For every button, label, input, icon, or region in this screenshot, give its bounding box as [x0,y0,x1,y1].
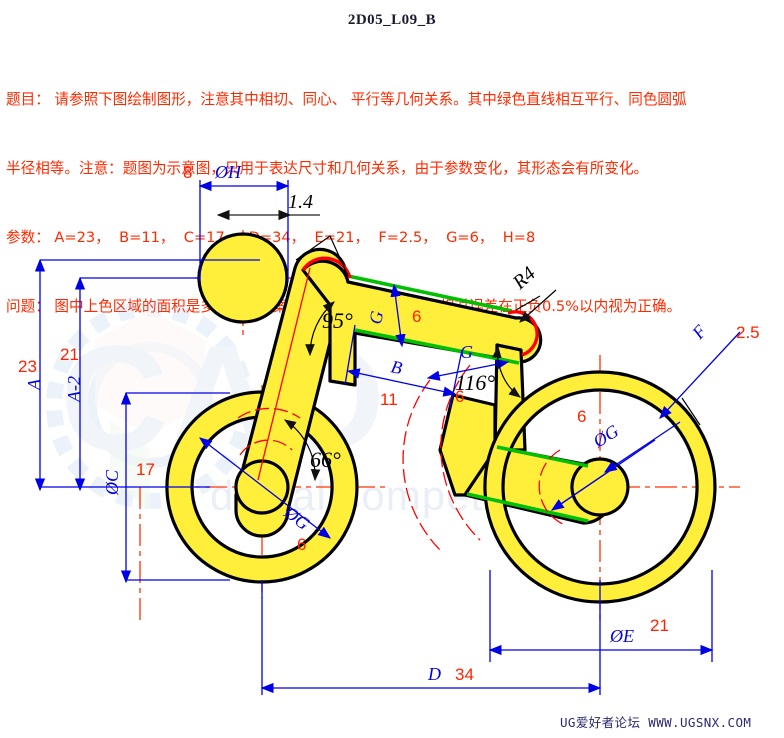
dim-diameter-h: 8 ØH [183,162,290,282]
dim-label-g-right: ØG [589,421,622,452]
angle-arc-66 [284,419,321,482]
cad-drawing: CAD digital competition [18,162,760,695]
dim-line-g-left [198,437,332,539]
part-geometry [165,232,717,604]
dim-offset-1-4: 1.4 [216,191,320,221]
dim-angle-116: 116° [455,370,495,395]
dim-line-g-top [390,283,406,348]
dim-value-g-top: 6 [412,307,421,326]
dim-angle-66: 66° [310,447,341,472]
angle-arc-95 [305,301,335,357]
dim-value-offset: 1.4 [288,191,313,213]
dim-label-f: F [687,320,711,343]
dim-g-top: G 6 [365,283,421,348]
parameters-line: 参数： A=23， B=11， C=17， D=34， E=21， F=2.5，… [6,229,536,246]
dim-diameter-c: 17 ØC [102,391,230,584]
dim-angle-95: 95° [322,308,353,333]
dim-value-g-mid: 6 [455,387,464,406]
dim-value-a2: 21 [60,345,79,364]
page-title: 2D05_L09_B [347,12,437,28]
dim-a-minus-2: 21 A-2 [60,276,200,492]
construction-leader-r4 [515,295,541,311]
green-line-top-upper [347,274,513,313]
dim-line-b [346,368,457,397]
dim-line-f [659,331,741,419]
dim-value-h: 8 [183,163,192,182]
dim-leader-g-right [603,421,681,473]
dim-label-d: D [427,664,441,684]
dimension-layer: 8 ØH 1.4 23 A 21 A-2 [18,162,760,695]
dim-value-b: 11 [380,390,398,409]
dim-a: 23 A [18,258,260,492]
top-small-circle [197,232,289,324]
right-hub-circle [570,457,630,517]
dim-label-h: ØH [214,162,242,182]
dim-value-d: 34 [455,665,474,684]
angle-arc-116 [492,345,521,398]
ext-tick-f [681,397,701,426]
right-wheel-ring [483,370,717,604]
dim-label-r4: R4 [508,262,540,294]
red-arc-head-tube [301,256,352,279]
green-line-chain-upper [496,445,589,468]
dim-leader-r4-line [519,289,557,323]
dim-label-e: ØE [609,626,634,646]
forum-credit: UG爱好者论坛 WWW.UGSNX.COM [560,715,752,730]
dim-label-g-mid: G [460,342,473,362]
dim-diameter-e: ØE 21 [488,570,714,662]
dim-value-a: 23 [18,357,37,376]
dim-label-b: B [389,356,404,378]
red-construction-arc-mid [402,379,441,551]
green-line-chain-lower [466,492,589,523]
dim-value-g-right: 6 [577,407,586,426]
construction-corner-head [295,235,349,277]
dim-label-c: ØC [102,469,122,496]
red-construction-arc-left [237,407,301,419]
red-construction-arc-right-hub [538,449,566,526]
dim-label-g-top: G [365,309,387,325]
dim-line-g-right-b [550,471,609,511]
left-hub-circle [234,459,290,515]
dim-label-a2: A-2 [64,376,84,403]
dim-value-c: 17 [136,460,155,479]
dim-value-e: 21 [650,616,669,635]
ext-line-b-left [344,324,356,386]
dim-value-f: 2.5 [736,323,760,342]
dim-value-g-left: 6 [297,535,306,554]
dim-d: D 34 [260,580,602,695]
dim-label-a: A [24,378,44,391]
green-line-top-lower [354,328,520,365]
problem-line-2: 半径相等。注意：题图为示意图，只用于表达尺寸和几何关系，由于参数变化，其形态会有… [6,160,649,177]
dim-angles: 95° 116° 66° [284,301,521,482]
problem-line-1: 题目： 请参照下图绘制图形，注意其中相切、同心、 平行等几何关系。其中绿色直线相… [6,91,687,108]
red-arc-rear-top [507,310,539,357]
